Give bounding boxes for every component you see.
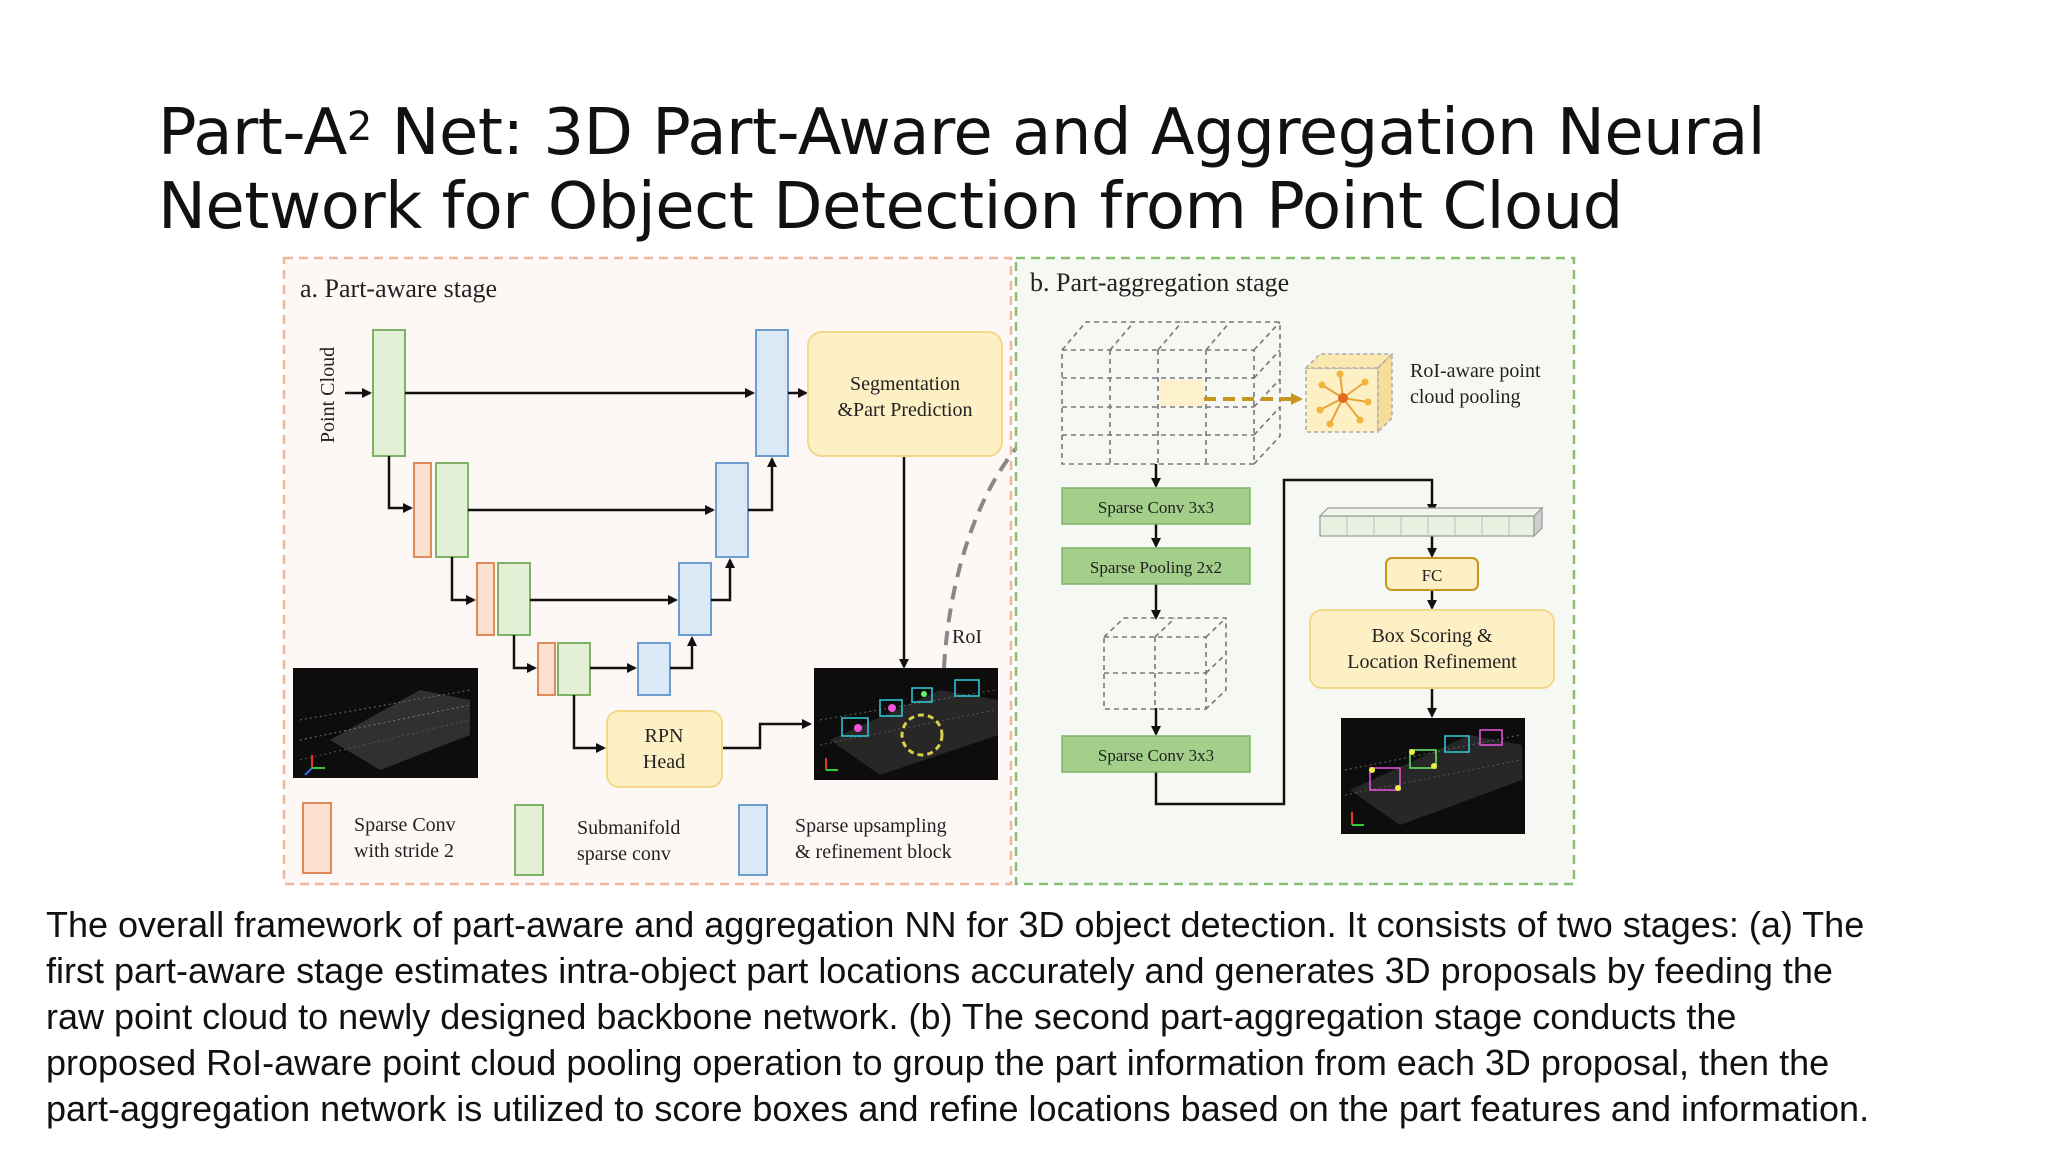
- head-label: Head: [643, 751, 685, 773]
- submanifold-block: [557, 642, 591, 696]
- upsampling-block: [715, 462, 749, 558]
- upsampling-block: [755, 329, 789, 457]
- sparse-pooling-label: Sparse Pooling 2x2: [1090, 558, 1222, 577]
- segmentation-box: [807, 331, 1003, 457]
- stage-b-panel: b. Part-aggregation stage: [1014, 256, 1576, 886]
- segmentation-label: Segmentation: [850, 373, 960, 395]
- caption-line: part-aggregation network is utilized to …: [46, 1088, 1870, 1129]
- rpn-label: RPN: [645, 725, 684, 747]
- stage-a-panel: a. Part-aware stage Point Cloud: [282, 256, 1013, 886]
- rpn-head-box: [606, 710, 723, 788]
- title-superscript: 2: [346, 104, 372, 150]
- sparse-conv-3x3-box-2: [1061, 735, 1251, 773]
- roi-pool-line2: cloud pooling: [1410, 386, 1521, 408]
- roi-voxel-grid: [1061, 321, 1281, 465]
- legend-submanifold-line1: Submanifold: [577, 817, 680, 839]
- box-scoring-line2: Location Refinement: [1347, 651, 1517, 673]
- highlighted-voxel: [1160, 380, 1204, 406]
- pooled-voxel-grid: [1103, 617, 1227, 710]
- legend-upsampling-line2: & refinement block: [795, 841, 952, 863]
- submanifold-block: [372, 329, 406, 457]
- legend-sparse-conv-line2: with stride 2: [354, 840, 454, 862]
- sparse-conv-block: [476, 562, 495, 636]
- caption-line: proposed RoI-aware point cloud pooling o…: [46, 1042, 1830, 1083]
- title-line-1: Part-A2 Net: 3D Part-Aware and Aggregati…: [158, 96, 1958, 170]
- sparse-conv-block: [537, 642, 556, 696]
- fc-label: FC: [1422, 566, 1443, 585]
- input-point-cloud-image: [293, 668, 478, 778]
- sparse-conv-block: [413, 462, 432, 558]
- legend-upsampling-line1: Sparse upsampling: [795, 815, 947, 837]
- submanifold-block: [435, 462, 469, 558]
- proposal-point-cloud-image: [814, 668, 998, 780]
- caption-line: raw point cloud to newly designed backbo…: [46, 996, 1737, 1037]
- title-line1-rest: Net: 3D Part-Aware and Aggregation Neura…: [371, 96, 1766, 170]
- upsampling-block: [637, 642, 671, 696]
- roi-pool-line1: RoI-aware point: [1410, 360, 1541, 382]
- refined-detection-image: [1341, 718, 1525, 834]
- title-prefix: Part-A: [158, 96, 347, 170]
- figure-caption: The overall framework of part-aware and …: [46, 902, 2026, 1132]
- title-line-2: Network for Object Detection from Point …: [158, 170, 1623, 244]
- legend-submanifold-line2: sparse conv: [577, 843, 671, 865]
- caption-line: The overall framework of part-aware and …: [46, 904, 1865, 945]
- sparse-conv-1-label: Sparse Conv 3x3: [1098, 498, 1214, 517]
- stage-b-label: b. Part-aggregation stage: [1030, 268, 1289, 297]
- point-cloud-label: Point Cloud: [317, 347, 339, 443]
- upsampling-block: [678, 562, 712, 636]
- box-scoring-line1: Box Scoring &: [1371, 625, 1493, 647]
- slide-title: Part-A2 Net: 3D Part-Aware and Aggregati…: [158, 96, 1958, 244]
- sparse-conv-2-label: Sparse Conv 3x3: [1098, 746, 1214, 765]
- stage-a-label: a. Part-aware stage: [300, 274, 497, 303]
- sparse-conv-3x3-box: [1061, 487, 1251, 525]
- submanifold-block: [497, 562, 531, 636]
- sparse-pooling-box: [1061, 547, 1251, 585]
- legend-submanifold-swatch: [514, 804, 544, 876]
- roi-pooling-cube: [1304, 352, 1394, 434]
- legend-upsampling-swatch: [738, 804, 768, 876]
- legend-sparse-conv-swatch: [302, 802, 332, 874]
- feature-vector: [1318, 506, 1544, 538]
- box-scoring-box: [1309, 609, 1555, 689]
- caption-line: first part-aware stage estimates intra-o…: [46, 950, 1833, 991]
- roi-label: RoI: [952, 626, 982, 648]
- legend-sparse-conv-line1: Sparse Conv: [354, 814, 456, 836]
- fc-box: [1385, 557, 1479, 591]
- part-prediction-label: &Part Prediction: [838, 399, 973, 421]
